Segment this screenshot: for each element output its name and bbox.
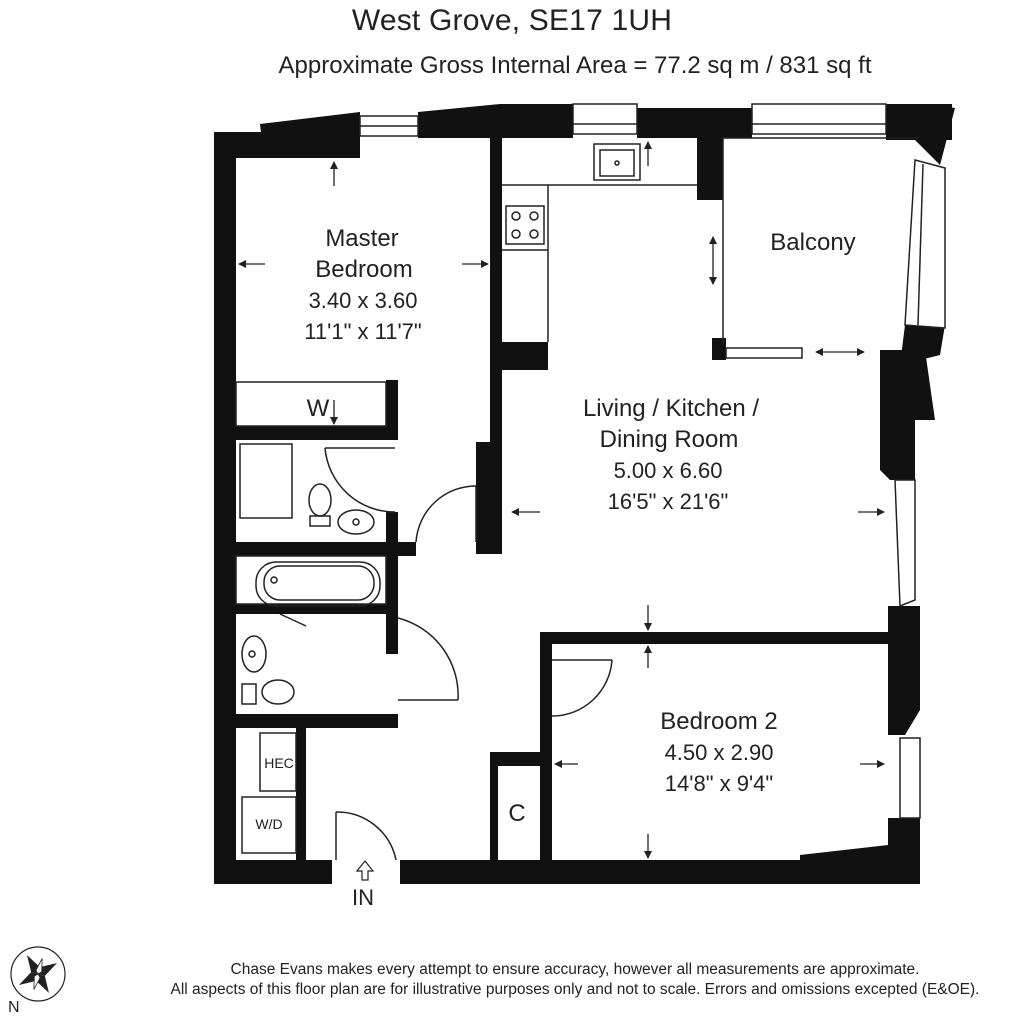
dimension-arrows: [238, 141, 885, 859]
compass-icon: [10, 946, 66, 1002]
bedroom2-imperial: 14'8" x 9'4": [665, 771, 773, 796]
master-bedroom-metric: 3.40 x 3.60: [309, 288, 418, 313]
balcony-name: Balcony: [770, 229, 855, 256]
disclaimer-line-1: Chase Evans makes every attempt to ensur…: [230, 961, 920, 978]
cupboard-label: C: [508, 800, 525, 827]
windows: [359, 103, 946, 819]
hec-label: HEC: [264, 755, 294, 771]
master-bedroom-name-1: Master: [325, 225, 398, 252]
bedroom2-metric: 4.50 x 2.90: [665, 740, 774, 765]
thin-lines: [235, 137, 918, 854]
gross-area: Approximate Gross Internal Area = 77.2 s…: [278, 52, 872, 79]
living-metric: 5.00 x 6.60: [614, 458, 723, 483]
bedroom2-name: Bedroom 2: [660, 708, 777, 735]
fixtures: [241, 143, 641, 705]
wardrobe-label: W: [307, 395, 330, 422]
disclaimer: Chase Evans makes every attempt to ensur…: [130, 960, 1020, 1000]
living-name-2: Dining Room: [600, 426, 739, 453]
wd-label: W/D: [255, 816, 282, 832]
master-bedroom-imperial: 11'1" x 11'7": [304, 319, 421, 344]
entrance-label: IN: [352, 885, 374, 910]
compass-north-label: N: [8, 999, 20, 1016]
master-bedroom-name-2: Bedroom: [315, 256, 412, 283]
doors: [279, 447, 613, 861]
living-name-1: Living / Kitchen /: [583, 395, 759, 422]
entrance-arrow-icon: [355, 860, 375, 881]
plan-title: West Grove, SE17 1UH: [351, 4, 673, 37]
disclaimer-line-2: All aspects of this floor plan are for i…: [170, 981, 980, 998]
walls: [214, 104, 955, 884]
living-imperial: 16'5" x 21'6": [608, 489, 729, 514]
